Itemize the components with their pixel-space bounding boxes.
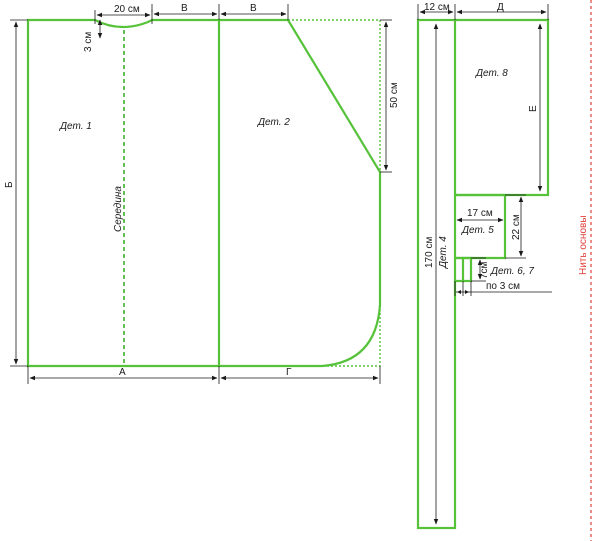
dim-50: 50 см <box>389 82 400 108</box>
piece-2-dotted-edges <box>288 19 381 367</box>
piece-5-label: Дет. 5 <box>461 225 494 236</box>
piece-2-outline <box>219 18 382 368</box>
piece-67-label: Дет. 6, 7 <box>490 266 534 277</box>
piece-4-outline <box>416 18 457 530</box>
piece-6-outline <box>455 256 465 283</box>
piece-2-label: Дет. 2 <box>257 117 290 128</box>
dim-170: 170 см <box>424 237 435 268</box>
dim-b: Б <box>4 181 15 188</box>
piece-8-label: Дет. 8 <box>475 68 508 79</box>
dim-po3: по 3 см <box>486 281 520 292</box>
dim-g: Г <box>286 367 292 378</box>
dim-d: Д <box>497 2 504 13</box>
piece-4-label: Дет. 4 <box>438 236 449 269</box>
center-label: Середина <box>113 186 124 232</box>
dim-v-1: В <box>181 3 188 14</box>
dim-17: 17 см <box>467 208 493 219</box>
dim-e: Е <box>528 105 539 112</box>
piece-7-outline <box>463 256 473 283</box>
grain-label: Нить основы <box>578 215 589 275</box>
dim-v-2: В <box>250 3 257 14</box>
dim-7: 7см <box>479 261 490 279</box>
dim-neck-depth: 3 см <box>83 32 94 52</box>
piece-1-label: Дет. 1 <box>59 121 92 132</box>
dim-a: А <box>119 367 126 378</box>
dim-neck-width: 20 см <box>114 4 140 15</box>
dim-22: 22 см <box>511 214 522 240</box>
dim-12: 12 см <box>424 2 450 13</box>
